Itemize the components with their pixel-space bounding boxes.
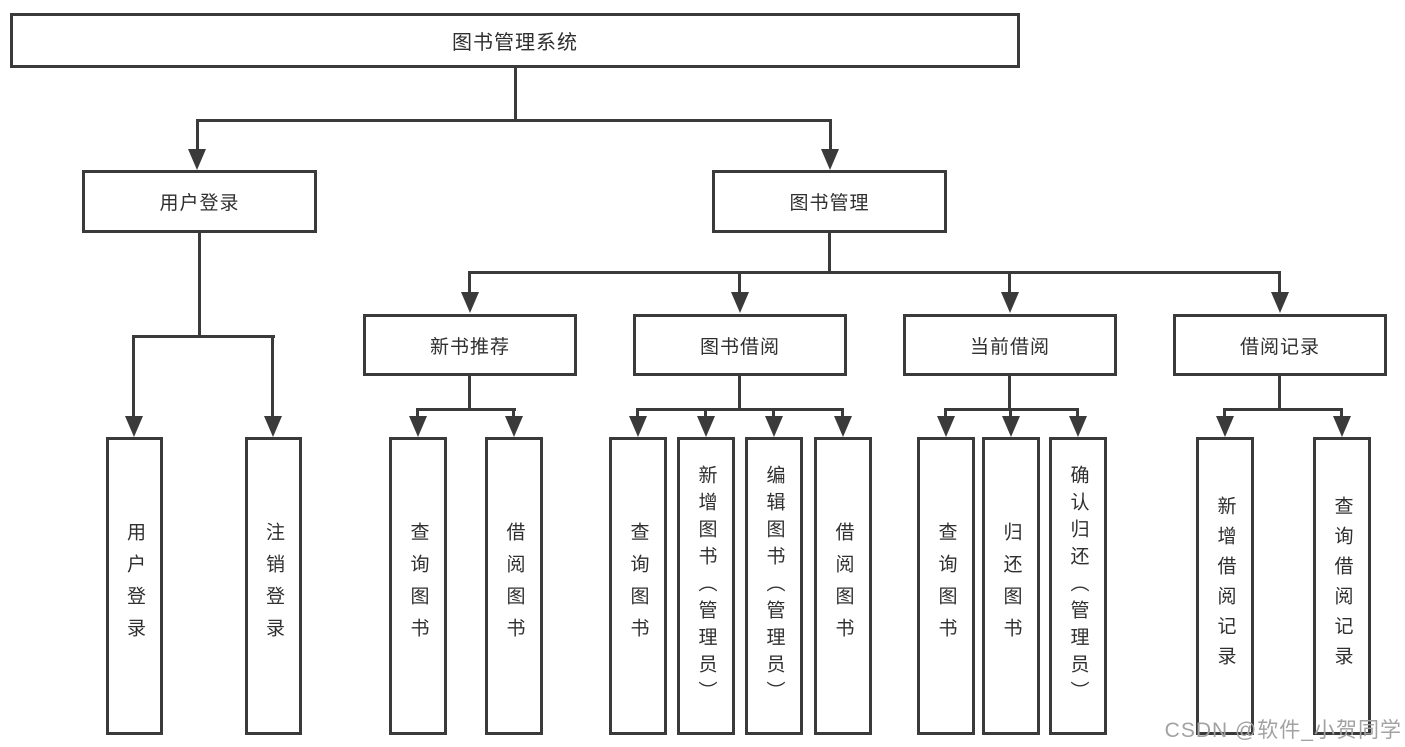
arrowhead-down-icon [1069, 416, 1087, 437]
leaf-return-book: 归还图书 [982, 437, 1040, 735]
connector-shaft [1340, 408, 1343, 418]
node-new-book-recommend: 新书推荐 [363, 314, 577, 376]
arrowhead-down-icon [731, 292, 749, 313]
arrowhead-down-icon [461, 292, 479, 313]
connector-shaft [841, 408, 844, 418]
arrowhead-down-icon [1271, 292, 1289, 313]
leaf-query-book-recommend: 查询图书 [389, 437, 447, 735]
leaf-edit-book-admin: 编辑图书（管理员） [745, 437, 803, 735]
node-user-login: 用户登录 [82, 170, 317, 233]
connector-shaft [1223, 408, 1226, 418]
connector-shaft [512, 408, 515, 418]
arrowhead-down-icon [834, 416, 852, 437]
connector-shaft [1278, 271, 1281, 293]
connector-shaft [271, 335, 274, 417]
node-book-management: 图书管理 [712, 170, 947, 233]
connector-user-login-bar [133, 335, 275, 338]
node-current-borrow: 当前借阅 [903, 314, 1117, 376]
leaf-query-book-current: 查询图书 [917, 437, 975, 735]
connector-book-mgmt-drop [828, 233, 831, 274]
leaf-add-book-admin: 新增图书（管理员） [677, 437, 735, 735]
arrowhead-down-icon [264, 416, 282, 437]
arrowhead-down-icon [125, 416, 143, 437]
connector-drop [1008, 376, 1011, 410]
arrowhead-down-icon [1333, 416, 1351, 437]
connector-shaft [704, 408, 707, 418]
connector-shaft [1076, 408, 1079, 418]
arrowhead-down-icon [409, 416, 427, 437]
connector-shaft [829, 119, 832, 151]
connector-shaft [132, 335, 135, 417]
arrowhead-down-icon [188, 149, 206, 170]
node-borrow-records: 借阅记录 [1173, 314, 1387, 376]
connector-shaft [416, 408, 419, 418]
leaf-borrow-book-recommend: 借阅图书 [485, 437, 543, 735]
arrowhead-down-icon [1216, 416, 1234, 437]
connector-shaft [636, 408, 639, 418]
arrowhead-down-icon [1001, 292, 1019, 313]
connector-bar [417, 408, 516, 411]
connector-user-login-drop [198, 233, 201, 337]
leaf-add-borrow-record: 新增借阅记录 [1196, 437, 1254, 735]
csdn-watermark: CSDN @软件_小贺同学 [1164, 719, 1402, 742]
node-book-borrow: 图书借阅 [633, 314, 847, 376]
connector-bar [945, 408, 1079, 411]
connector-drop [1278, 376, 1281, 410]
arrowhead-down-icon [629, 416, 647, 437]
leaf-query-book-borrow: 查询图书 [609, 437, 667, 735]
connector-bar [637, 408, 844, 411]
connector-shaft [772, 408, 775, 418]
leaf-borrow-book: 借阅图书 [814, 437, 872, 735]
arrowhead-down-icon [505, 416, 523, 437]
connector-shaft [196, 119, 199, 151]
leaf-query-borrow-record: 查询借阅记录 [1313, 437, 1371, 735]
connector-shaft [468, 271, 471, 293]
arrowhead-down-icon [937, 416, 955, 437]
connector-shaft [944, 408, 947, 418]
connector-drop [738, 376, 741, 410]
arrowhead-down-icon [821, 149, 839, 170]
leaf-logout: 注销登录 [245, 437, 302, 735]
arrowhead-down-icon [1002, 416, 1020, 437]
arrowhead-down-icon [697, 416, 715, 437]
connector-level2-bar [469, 271, 1281, 274]
connector-shaft [1009, 408, 1012, 418]
leaf-confirm-return-admin: 确认归还（管理员） [1049, 437, 1107, 735]
node-root: 图书管理系统 [10, 13, 1020, 68]
connector-shaft [738, 271, 741, 293]
connector-bar [1224, 408, 1343, 411]
connector-drop [468, 376, 471, 410]
connector-root-drop [514, 68, 517, 121]
leaf-user-login: 用户登录 [106, 437, 163, 735]
connector-shaft [1008, 271, 1011, 293]
connector-level1-bar [196, 119, 831, 122]
arrowhead-down-icon [765, 416, 783, 437]
